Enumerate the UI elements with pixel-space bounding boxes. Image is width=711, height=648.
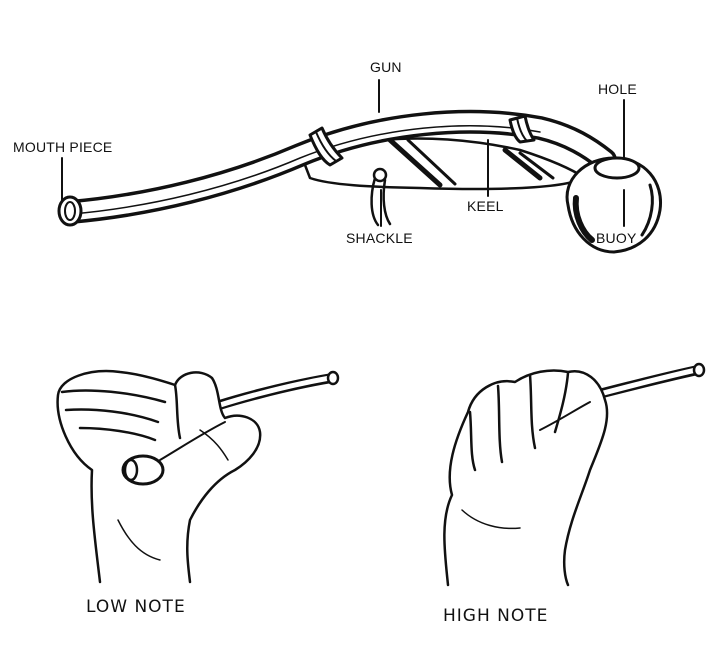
label-hole: HOLE [598,81,637,97]
buoy-sphere [565,156,663,254]
low-note-hand-illustration [56,369,340,584]
low-note-palm-crease [199,429,229,461]
mouth-piece-opening [64,201,76,221]
high-note-thumb [553,371,570,434]
high-note-whistle-mouth-piece [692,362,706,378]
low-note-gun-body [159,421,226,461]
low-note-thumb [173,383,182,440]
keel-hatch [406,138,457,186]
high-note-palm-crease [461,509,521,530]
shackle-shape [370,176,380,227]
high-note-hand-outline [443,369,609,587]
gun-joint-ring [508,114,536,144]
mouth-piece-ring [57,195,83,227]
low-note-buoy [121,454,165,486]
gun-joint-ring [308,126,344,167]
caption-high-note: HIGH NOTE [443,606,548,626]
buoy-hole [593,156,641,180]
gun-tube-shading [71,125,541,215]
low-note-finger [60,389,167,404]
label-gun: GUN [370,59,402,75]
label-keel: KEEL [467,198,504,214]
caption-low-note: LOW NOTE [86,597,186,617]
high-note-finger [528,373,537,450]
high-note-hand-illustration [443,362,706,587]
boatswain-call-illustration [57,109,663,254]
low-note-finger [78,426,157,442]
buoy-shading [640,183,654,237]
high-note-gun-body [539,401,591,431]
shackle-shape [382,178,392,226]
high-note-finger [496,384,504,464]
label-buoy: BUOY [596,230,637,246]
high-note-finger [468,410,477,472]
keel-hatch [518,151,555,180]
low-note-palm-crease [117,519,161,561]
buoy-shading [572,195,595,243]
keel-hatch [502,147,543,181]
low-note-buoy-hole [123,458,139,482]
low-note-finger [64,408,160,424]
shackle-ring [372,167,388,183]
label-mouth-piece: MOUTH PIECE [13,139,112,155]
label-shackle: SHACKLE [346,230,413,246]
label-leaders [61,79,625,227]
keel-hatch [387,137,443,188]
low-note-whistle-mouth-piece [326,370,340,386]
